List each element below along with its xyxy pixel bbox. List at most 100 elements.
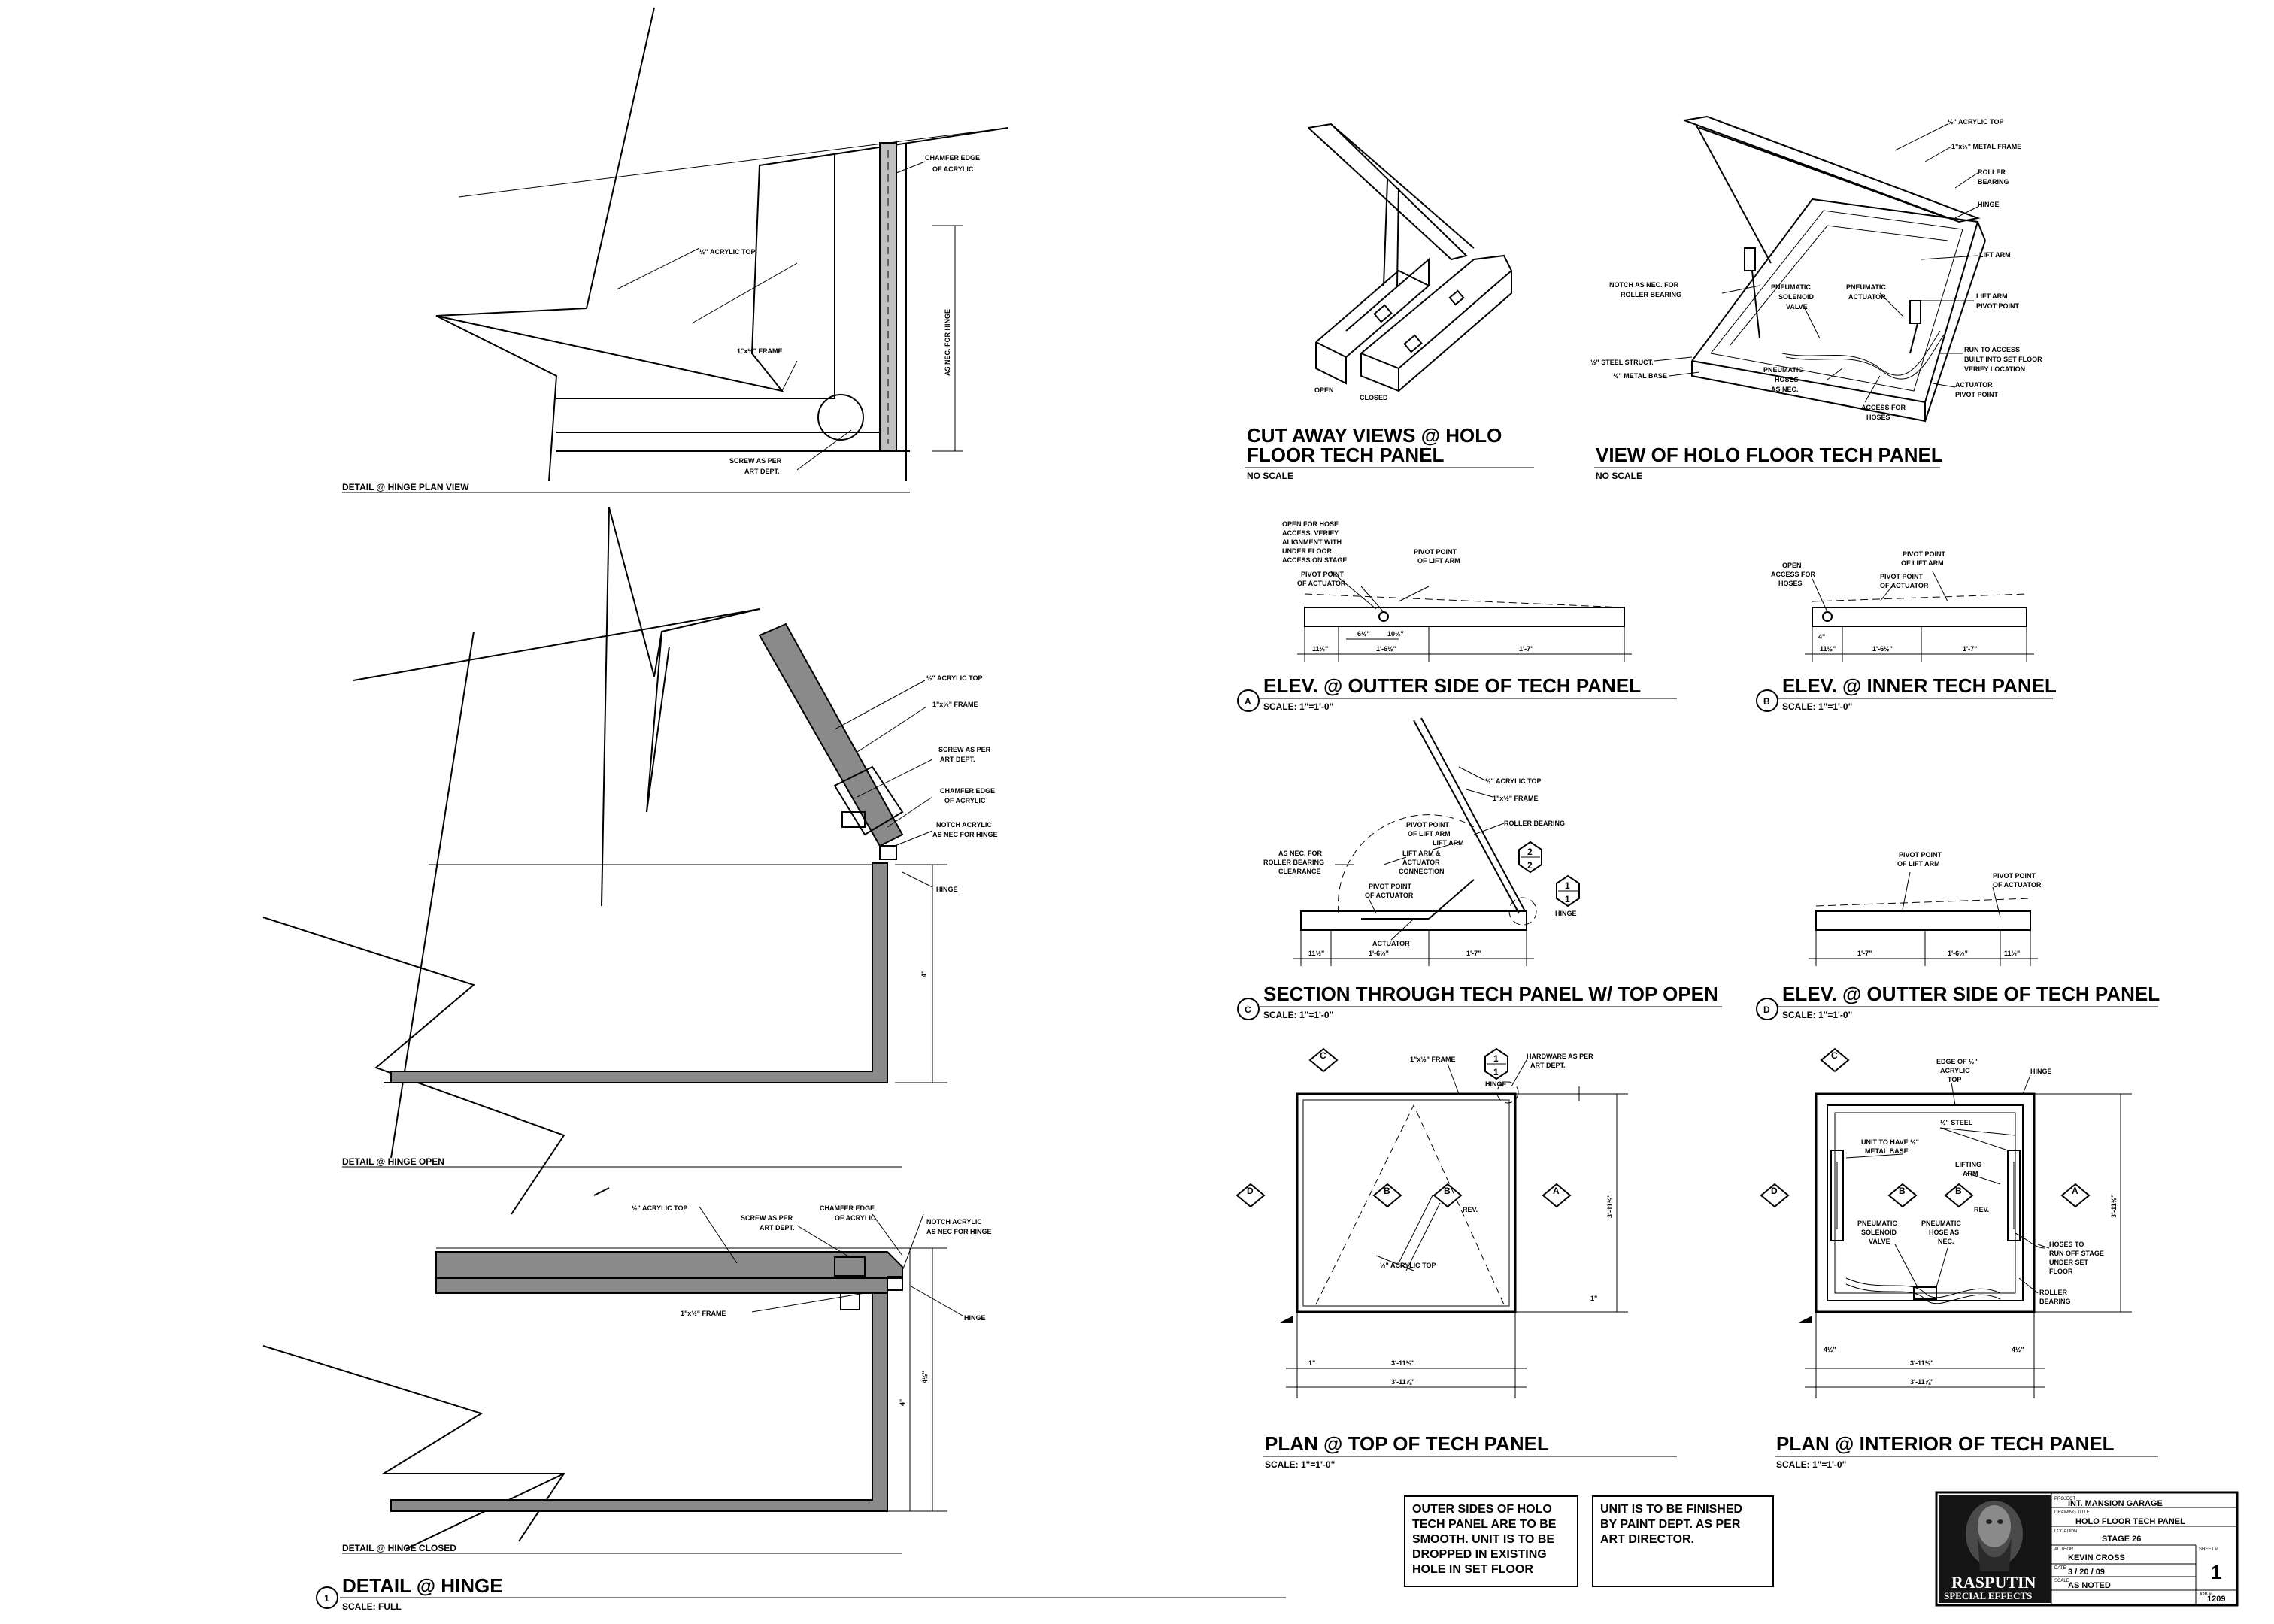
- note-2-line: BY PAINT DEPT. AS PER: [1600, 1518, 1741, 1531]
- label: PIVOT POINT: [1406, 821, 1450, 829]
- label: ½" STEEL STRUCT.: [1590, 359, 1654, 366]
- elev-d-title: ELEV. @ OUTTER SIDE OF TECH PANEL: [1782, 983, 2160, 1005]
- dimension: 4½": [921, 1371, 929, 1383]
- dimension: 11½": [1312, 645, 1328, 653]
- label: ACCESS FOR: [1771, 571, 1816, 578]
- elev-b-scale: SCALE: 1"=1'-0": [1782, 701, 1852, 712]
- dimension: 3'-11½": [2110, 1195, 2118, 1218]
- label: HOSES: [1866, 414, 1890, 421]
- label: OF LIFT ARM: [1897, 860, 1940, 868]
- dimension: 1'-7": [1963, 645, 1977, 653]
- marker: D: [1247, 1186, 1254, 1196]
- label: HARDWARE AS PER: [1527, 1053, 1593, 1060]
- label: PIVOT POINT: [1976, 302, 2020, 310]
- label: PNEUMATIC: [1771, 283, 1811, 291]
- field-label: SHEET #: [2199, 1547, 2218, 1552]
- plan-interior: C D B B A 3'-11½" 3'-11⅞" 3'-11½" 4½" 4½…: [1760, 1047, 2158, 1470]
- label: BEARING: [2039, 1298, 2071, 1305]
- field-label: SCALE: [2054, 1579, 2069, 1583]
- general-notes: OUTER SIDES OF HOLO TECH PANEL ARE TO BE…: [1404, 1495, 1774, 1587]
- label: OF ACRYLIC: [944, 797, 986, 804]
- label: ½" ACRYLIC TOP: [1380, 1262, 1436, 1269]
- label: ARM: [1963, 1170, 1978, 1177]
- elev-b-title: ELEV. @ INNER TECH PANEL: [1782, 674, 2057, 697]
- label: CONNECTION: [1399, 868, 1445, 875]
- label: ART DEPT.: [1530, 1062, 1566, 1069]
- label: CLOSED: [1360, 394, 1388, 401]
- hinge-callout-top: 1: [1493, 1053, 1499, 1064]
- label: NEC.: [1938, 1238, 1954, 1245]
- label: SOLENOID: [1861, 1229, 1897, 1236]
- label: LIFT ARM: [1979, 251, 2011, 259]
- label: ACTUATOR: [1372, 940, 1410, 947]
- label: ½" ACRYLIC TOP: [926, 674, 982, 682]
- label: VALVE: [1786, 303, 1808, 311]
- label: PIVOT POINT: [1899, 851, 1942, 859]
- callout-top: 2: [1527, 847, 1533, 857]
- caption-plan-view: DETAIL @ HINGE PLAN VIEW: [342, 482, 469, 492]
- section-c-title: SECTION THROUGH TECH PANEL W/ TOP OPEN: [1263, 983, 1718, 1005]
- label: LIFT ARM: [1976, 292, 2008, 300]
- section-c: 2 2 1 1 11½" 1'-6½" 1'-7" ½" ACRYLIC TOP…: [1237, 717, 1722, 1020]
- cutaway-title-2: FLOOR TECH PANEL: [1247, 444, 1445, 466]
- label: 1"x½" FRAME: [1493, 795, 1539, 802]
- label: ROLLER BEARING: [1621, 291, 1681, 298]
- dimension: 3'-11½": [1391, 1359, 1414, 1367]
- label: AS NEC. FOR: [1278, 850, 1323, 857]
- label: 1"x½" METAL FRAME: [1951, 143, 2021, 150]
- label: VALVE: [1869, 1238, 1890, 1245]
- detail-hinge-title-text: DETAIL @ HINGE: [342, 1574, 503, 1597]
- label: OF ACRYLIC: [932, 165, 974, 173]
- label: METAL BASE: [1865, 1147, 1909, 1155]
- plan-top: C D B B A 1 1 3'-11½" 3'-11⅞" 3'-11½" 1"…: [1236, 1047, 1677, 1470]
- dimension: 1'-7": [1519, 645, 1533, 653]
- dimension: 1'-7": [1857, 950, 1872, 957]
- label: PIVOT POINT: [1414, 548, 1457, 556]
- detail-hinge-scale: SCALE: FULL: [342, 1601, 402, 1612]
- label: HINGE: [1978, 201, 2000, 208]
- dimension: 6½": [1357, 630, 1370, 638]
- marker: C: [1320, 1050, 1326, 1061]
- label: OF LIFT ARM: [1417, 557, 1460, 565]
- note-1-line: HOLE IN SET FLOOR: [1412, 1563, 1533, 1576]
- label: ACTUATOR: [1402, 859, 1440, 866]
- hinge-callout-top: 1: [1565, 880, 1570, 891]
- label: ART DEPT.: [744, 468, 780, 475]
- cutaway-title-1: CUT AWAY VIEWS @ HOLO: [1247, 424, 1502, 447]
- label: OF ACRYLIC: [835, 1214, 876, 1222]
- label: HINGE: [936, 886, 958, 893]
- label: PIVOT POINT: [1993, 872, 2036, 880]
- label: LIFT ARM &: [1402, 850, 1441, 857]
- label: PNEUMATIC: [1857, 1220, 1897, 1227]
- field-label: LOCATION: [2054, 1529, 2077, 1534]
- label: OPEN FOR HOSE: [1282, 520, 1339, 528]
- label: PIVOT POINT: [1903, 550, 1946, 558]
- elevation-a: 11½" 1'-6½" 1'-7" 6½" 10½" OPEN FOR HOSE…: [1237, 520, 1677, 712]
- scale-value: AS NOTED: [2068, 1581, 2111, 1590]
- view-holo-floor-tech-panel: ½" ACRYLIC TOP 1"x½" METAL FRAME ROLLER …: [1590, 115, 2042, 481]
- label: AS NEC FOR HINGE: [926, 1228, 992, 1235]
- label: ROLLER: [1978, 168, 2006, 176]
- label: CHAMFER EDGE: [925, 154, 980, 162]
- label: NOTCH AS NEC. FOR: [1609, 281, 1679, 289]
- detail-hinge-open: ½" ACRYLIC TOP 1"x½" FRAME SCREW AS PER …: [262, 507, 998, 1215]
- company-name: RASPUTIN: [1951, 1573, 2036, 1592]
- label: ACRYLIC: [1940, 1067, 1970, 1074]
- label: ½" ACRYLIC TOP: [632, 1204, 687, 1212]
- label: SOLENOID: [1778, 293, 1815, 301]
- label: ACCESS FOR: [1861, 404, 1906, 411]
- label: SCREW AS PER: [938, 746, 991, 753]
- label: NOTCH ACRYLIC: [936, 821, 992, 829]
- label: NOTCH ACRYLIC: [926, 1218, 982, 1226]
- label: OF ACTUATOR: [1297, 580, 1346, 587]
- label: AS NEC.: [1771, 386, 1799, 393]
- label: UNDER SET: [2049, 1259, 2089, 1266]
- elevation-d: 1'-7" 1'-6½" 11½" PIVOT POINT OF LIFT AR…: [1756, 851, 2160, 1020]
- label: EDGE OF ½": [1936, 1058, 1978, 1065]
- label: ACCESS. VERIFY: [1282, 529, 1339, 537]
- label: 1"x½" FRAME: [1410, 1056, 1456, 1063]
- elevation-b: 11½" 1'-6½" 1'-7" 4" OPEN ACCESS FOR HOS…: [1756, 550, 2057, 712]
- label: HINGE: [964, 1314, 986, 1322]
- label: REV.: [1463, 1206, 1478, 1213]
- label: ½" STEEL: [1940, 1119, 1973, 1126]
